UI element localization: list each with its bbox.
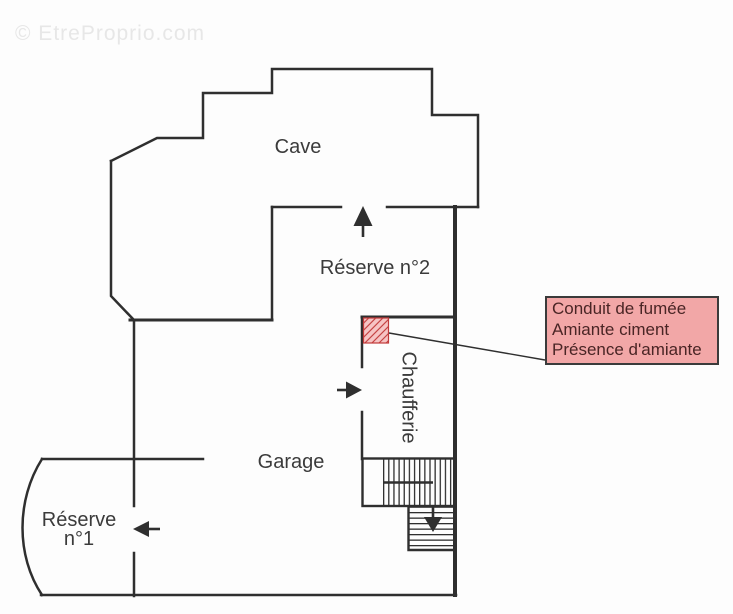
asbestos-hatch-marker [362, 317, 390, 344]
room-label-garage: Garage [257, 451, 325, 473]
cave-walls [109, 67, 480, 322]
room-label-reserve1: Réserve n°1 [29, 509, 129, 550]
annotation-line-3: Présence d'amiante [552, 340, 702, 359]
reserve1-door-arrow-left-icon [133, 521, 160, 537]
garage-walls [40, 318, 205, 598]
room-label-chaufferie: Chaufferie [397, 351, 420, 444]
staircase [361, 457, 457, 552]
room-label-cave: Cave [274, 136, 322, 158]
annotation-line-2: Amiante ciment [552, 319, 670, 339]
room-label-reserve1-line1: Réserve [41, 509, 117, 531]
chaufferie-walls [360, 315, 457, 461]
stairs-down-arrow-icon [424, 507, 442, 532]
cave-door-arrow-up-icon [353, 206, 373, 237]
watermark: © EtreProprio.com [15, 22, 206, 45]
room-label-reserve2: Réserve n°2 [319, 257, 431, 279]
asbestos-annotation-box: Conduit de fumée Amiante ciment Présence… [545, 296, 719, 365]
annotation-line-1: Conduit de fumée [552, 299, 687, 318]
reserve1-walls [21, 457, 458, 597]
room-label-reserve1-line2: n°1 [63, 528, 95, 550]
chaufferie-door-arrow-right-icon [337, 381, 362, 399]
annotation-leader-line [388, 332, 546, 361]
